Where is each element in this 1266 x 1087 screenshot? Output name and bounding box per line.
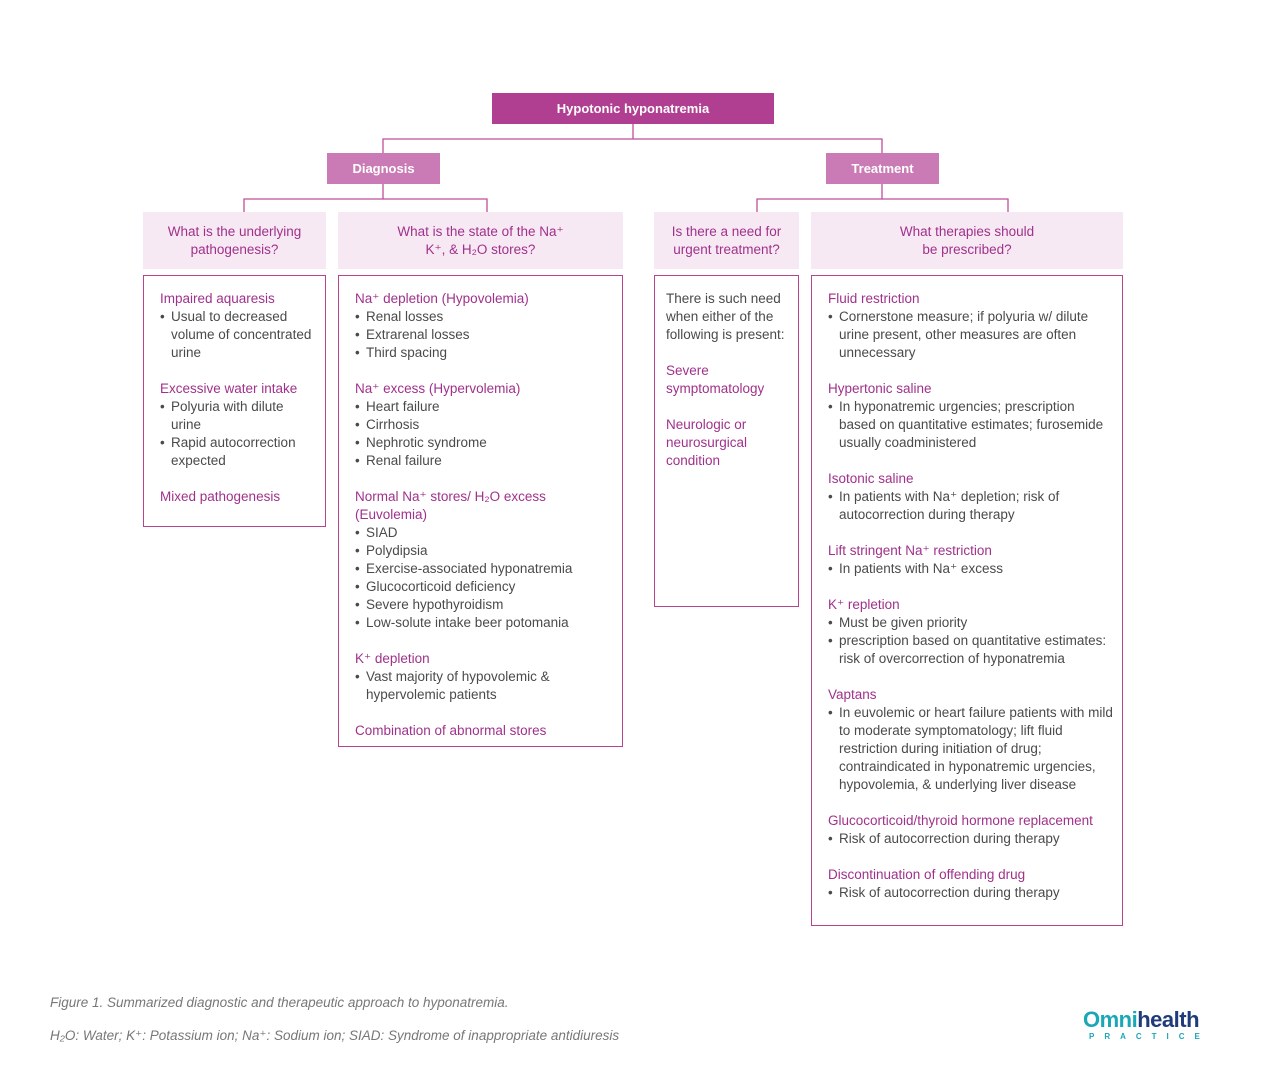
question-therapies: What therapies should be prescribed?	[811, 212, 1123, 269]
section-heading: Impaired aquaresis	[160, 291, 275, 306]
question-pathogenesis: What is the underlying pathogenesis?	[143, 212, 326, 269]
list-item: Polydipsia	[355, 542, 612, 560]
question-urgent: Is there a need for urgent treatment?	[654, 212, 799, 269]
list-item: Glucocorticoid deficiency	[355, 578, 612, 596]
section-heading: Mixed pathogenesis	[160, 489, 281, 504]
section: Na⁺ excess (Hypervolemia) Heart failureCi…	[355, 380, 612, 470]
section-heading: Hypertonic saline	[828, 381, 932, 396]
section: Lift stringent Na⁺ restriction In patient…	[828, 542, 1114, 578]
list-item: SIAD	[355, 524, 612, 542]
section: Impaired aquaresisUsual to decreased vol…	[160, 290, 315, 362]
list-item: Rapid autocorrection expected	[160, 434, 315, 470]
list-item: Severe hypothyroidism	[355, 596, 612, 614]
question-stores: What is the state of the Na⁺ K⁺, & H₂O s…	[338, 212, 623, 269]
list-item: Risk of autocorrection during therapy	[828, 830, 1114, 848]
section: Isotonic saline In patients with Na⁺ depl…	[828, 470, 1114, 524]
section: Severe symptomatology	[666, 362, 788, 398]
section: Neurologic or neurosurgical condition	[666, 416, 788, 470]
list-item: Renal failure	[355, 452, 612, 470]
section-heading: K⁺ depletion	[355, 651, 430, 666]
diagnosis-node: Diagnosis	[327, 153, 440, 184]
list-item: Cirrhosis	[355, 416, 612, 434]
omnihealth-logo: Omnihealth PRACTICE	[1083, 1007, 1210, 1042]
section-heading: K⁺ repletion	[828, 597, 900, 612]
therapies-box: Fluid restrictionCornerstone measure; if…	[811, 275, 1123, 926]
list-item: Vast majority of hypovolemic & hypervole…	[355, 668, 612, 704]
section: K⁺ repletionMust be given priorityprescr…	[828, 596, 1114, 668]
section-heading: Lift stringent Na⁺ restriction	[828, 543, 992, 558]
list-item: Must be given priority	[828, 614, 1114, 632]
section-heading: Na⁺ depletion (Hypovolemia)	[355, 291, 529, 306]
list-item: In hyponatremic urgencies; prescription …	[828, 398, 1114, 452]
urgent-intro: There is such need when either of the fo…	[666, 291, 785, 342]
section: Normal Na⁺ stores/ H₂O excess (Euvolemia…	[355, 488, 612, 632]
stores-box: Na⁺ depletion (Hypovolemia)Renal lossesE…	[338, 275, 623, 747]
figure-footnote: H₂O: Water; K⁺: Potassium ion; Na⁺: Sodi…	[50, 1028, 620, 1043]
section: Fluid restrictionCornerstone measure; if…	[828, 290, 1114, 362]
section: Hypertonic saline In hyponatremic urgenci…	[828, 380, 1114, 452]
list-item: In patients with Na⁺ depletion; risk of …	[828, 488, 1114, 524]
section: Na⁺ depletion (Hypovolemia) Renal lossesE…	[355, 290, 612, 362]
list-item: Nephrotic syndrome	[355, 434, 612, 452]
list-item: Low-solute intake beer potomania	[355, 614, 612, 632]
list-item: Usual to decreased volume of concentrate…	[160, 308, 315, 362]
list-item: prescription based on quantitative estim…	[828, 632, 1114, 668]
section-heading: Glucocorticoid/thyroid hormone replaceme…	[828, 813, 1093, 828]
list-item: Polyuria with dilute urine	[160, 398, 315, 434]
section: Excessive water intakePolyuria with dilu…	[160, 380, 315, 470]
section: Discontinuation of offending drugRisk of…	[828, 866, 1114, 902]
section-heading: Neurologic or neurosurgical condition	[666, 417, 748, 468]
list-item: Exercise-associated hyponatremia	[355, 560, 612, 578]
section-heading: Excessive water intake	[160, 381, 298, 396]
urgent-treatment-box: There is such need when either of the fo…	[654, 275, 799, 607]
section: Combination of abnormal stores	[355, 722, 612, 740]
list-item: Third spacing	[355, 344, 612, 362]
section: K⁺ depletionVast majority of hypovolemic…	[355, 650, 612, 704]
list-item: Cornerstone measure; if polyuria w/ dilu…	[828, 308, 1114, 362]
section-heading: Normal Na⁺ stores/ H₂O excess (Euvolemia…	[355, 489, 546, 522]
list-item: Heart failure	[355, 398, 612, 416]
list-item: Extrarenal losses	[355, 326, 612, 344]
section: Vaptans In euvolemic or heart failure pat…	[828, 686, 1114, 794]
section-heading: Isotonic saline	[828, 471, 914, 486]
section-heading: Severe symptomatology	[666, 363, 765, 396]
section-heading: Na⁺ excess (Hypervolemia)	[355, 381, 521, 396]
figure-caption: Figure 1. Summarized diagnostic and ther…	[50, 995, 509, 1010]
root-node: Hypotonic hyponatremia	[492, 93, 774, 124]
pathogenesis-box: Impaired aquaresisUsual to decreased vol…	[143, 275, 326, 527]
list-item: Renal losses	[355, 308, 612, 326]
section: Glucocorticoid/thyroid hormone replaceme…	[828, 812, 1114, 848]
section-heading: Fluid restriction	[828, 291, 920, 306]
section-heading: Combination of abnormal stores	[355, 723, 547, 738]
list-item: Risk of autocorrection during therapy	[828, 884, 1114, 902]
list-item: In patients with Na⁺ excess	[828, 560, 1114, 578]
treatment-node: Treatment	[826, 153, 939, 184]
list-item: In euvolemic or heart failure patients w…	[828, 704, 1114, 794]
section: Mixed pathogenesis	[160, 488, 315, 506]
section-heading: Discontinuation of offending drug	[828, 867, 1026, 882]
section-heading: Vaptans	[828, 687, 877, 702]
